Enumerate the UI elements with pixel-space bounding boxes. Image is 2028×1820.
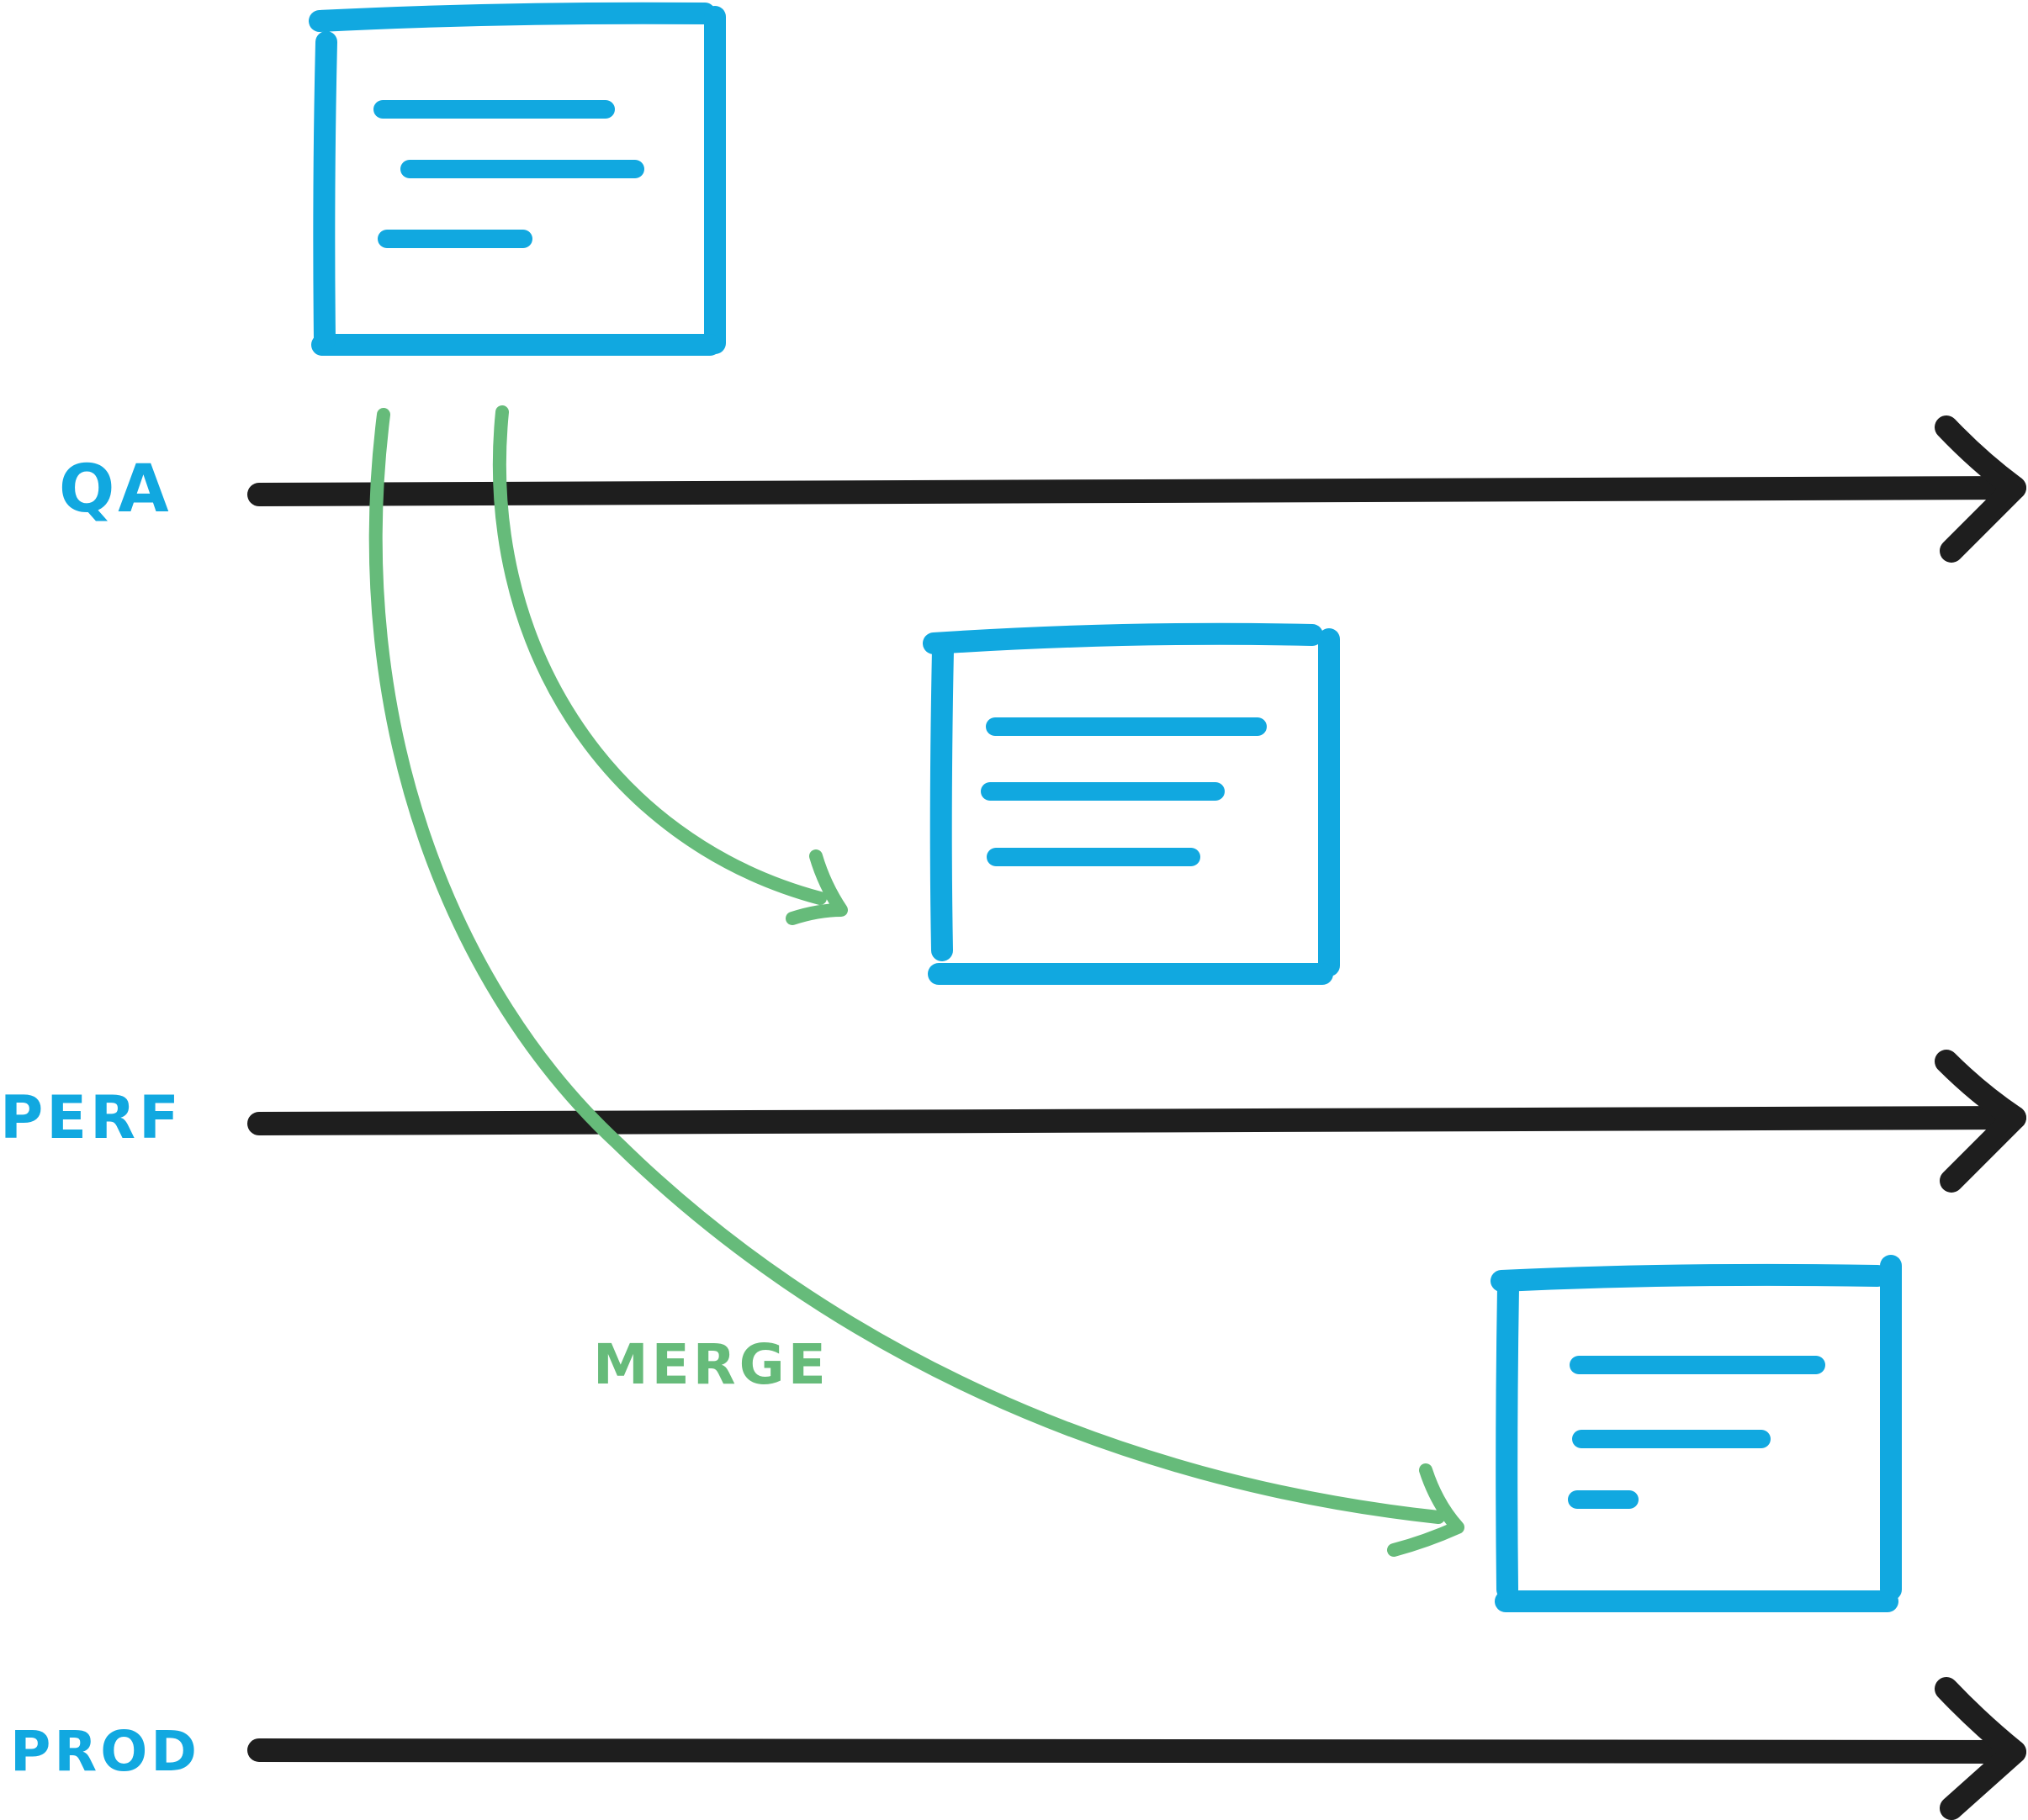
lane-arrow-qa — [247, 415, 2026, 563]
lane-arrow-perf — [247, 1050, 2026, 1193]
document-text-lines — [373, 100, 644, 248]
flow-arrow-qa-to-prod — [368, 408, 1464, 1557]
document-card-perf — [923, 622, 1340, 985]
lane-arrow-prod — [247, 1677, 2026, 1820]
lane-label-perf: PERF — [0, 1083, 183, 1152]
merge-label: MERGE — [593, 1332, 829, 1397]
lane-label-prod: PROD — [10, 1719, 200, 1784]
lane-label-qa: QA — [59, 452, 172, 527]
document-card-qa — [309, 2, 726, 356]
document-text-lines — [981, 717, 1267, 866]
document-card-prod — [1491, 1255, 1902, 1612]
flow-arrow-qa-to-perf — [492, 405, 848, 925]
document-text-lines — [1568, 1356, 1825, 1509]
